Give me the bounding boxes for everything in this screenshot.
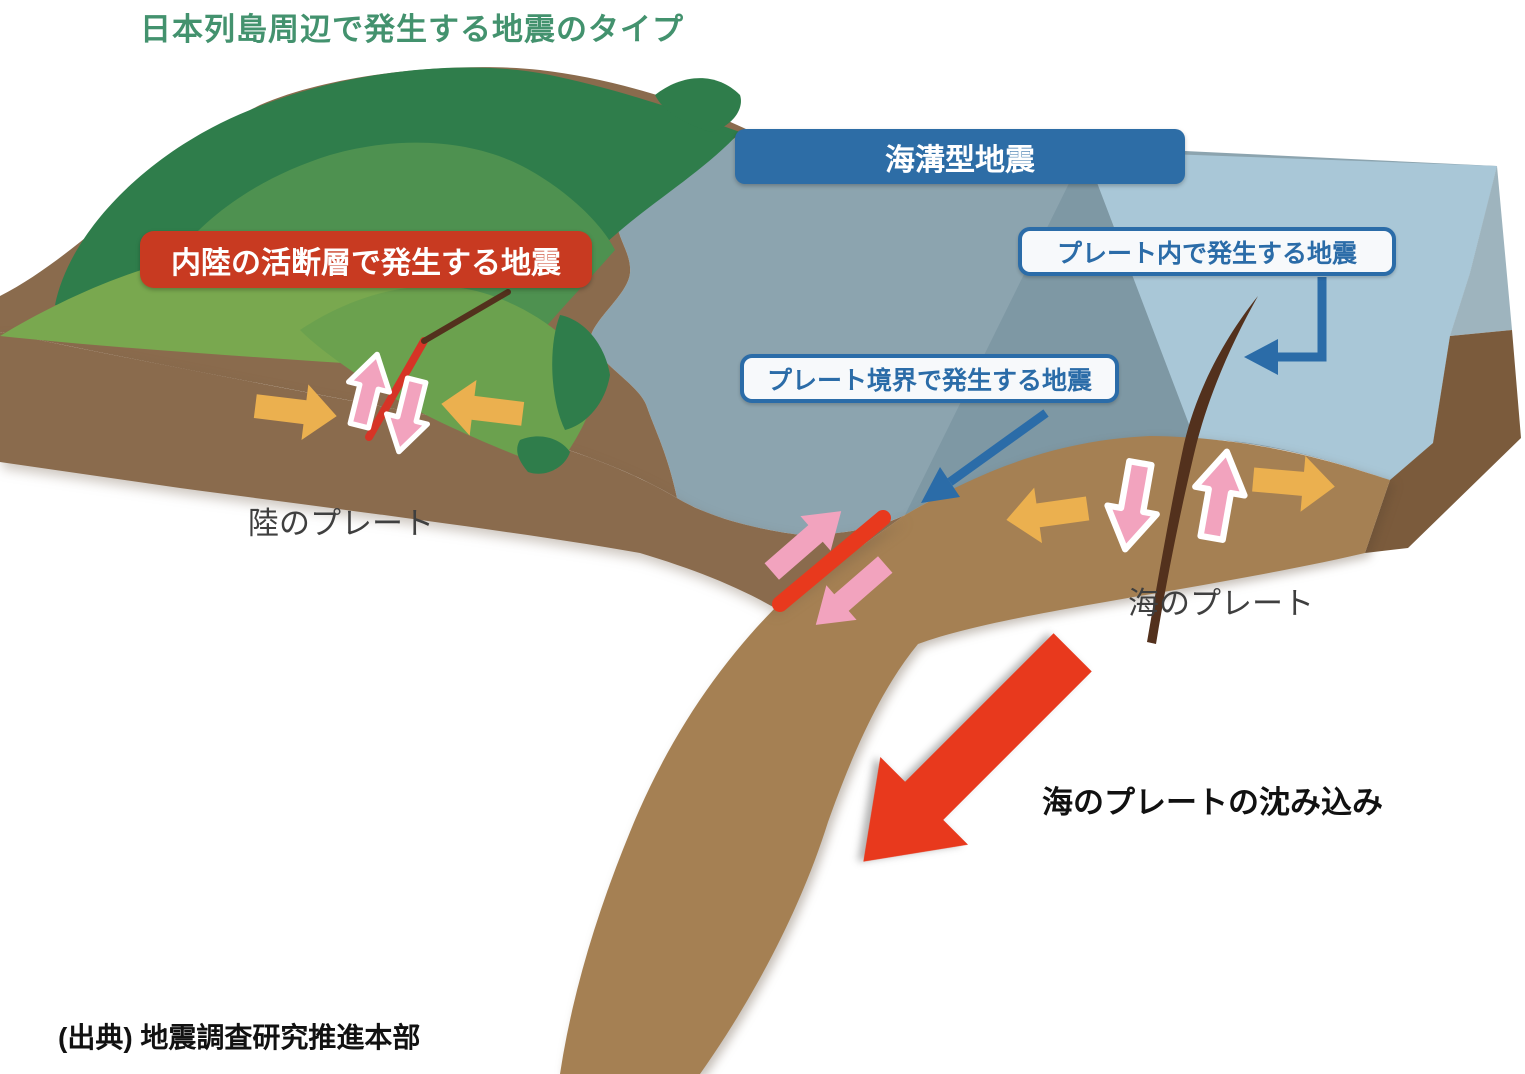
inland-fault-earthquake-banner-label: 内陸の活断層で発生する地震 [171, 246, 561, 280]
ocean-plate-slab [560, 436, 1390, 1074]
intraplate-callout-arrowhead-icon [1244, 339, 1278, 375]
side-face-plate [1365, 330, 1521, 553]
boundary-callout-arrowhead-icon [921, 467, 960, 503]
trench-earthquake-banner-label: 海溝型地震 [885, 143, 1035, 177]
coastal-green-patch [517, 436, 570, 474]
trench-earthquake-banner: 海溝型地震 [735, 129, 1185, 184]
mountain-corner-patch [655, 78, 741, 132]
side-face-water [1450, 166, 1512, 336]
faults [365, 289, 1258, 644]
inland-active-fault-red-line [365, 337, 428, 441]
block-side-faces [1365, 166, 1521, 553]
inland-fault-crack [421, 289, 511, 344]
land-plate-label: 陸のプレート [248, 506, 434, 541]
ocean-plate-label: 海のプレート [1128, 586, 1314, 621]
ocean-plate-fault-crack [1147, 296, 1258, 644]
intraplate-earthquake-label-text: プレート内で発生する地震 [1056, 239, 1357, 268]
inland-fault-earthquake-banner: 内陸の活断層で発生する地震 [140, 231, 592, 288]
intraplate-callout-elbow [1278, 277, 1327, 362]
boundary-callout-line [947, 409, 1049, 486]
subduction-label: 海のプレートの沈み込み [1042, 785, 1383, 820]
source-credit: (出典) 地震調査研究推進本部 [58, 1022, 421, 1053]
callout-connectors [921, 277, 1327, 503]
plate-boundary-earthquake-label: プレート境界で発生する地震 [740, 354, 1119, 403]
plate-boundary-earthquake-label-text: プレート境界で発生する地震 [766, 366, 1092, 395]
mountain-right-slope [300, 286, 600, 470]
coastal-green-strip [552, 315, 610, 430]
plate-boundary-red-line [772, 510, 891, 612]
page-title: 日本列島周辺で発生する地震のタイプ [140, 12, 684, 47]
subduction-direction-arrow-icon [863, 633, 1092, 862]
intraplate-earthquake-label: プレート内で発生する地震 [1018, 227, 1396, 276]
land-front-face [0, 332, 905, 608]
deep-water-wedge [905, 151, 1195, 515]
